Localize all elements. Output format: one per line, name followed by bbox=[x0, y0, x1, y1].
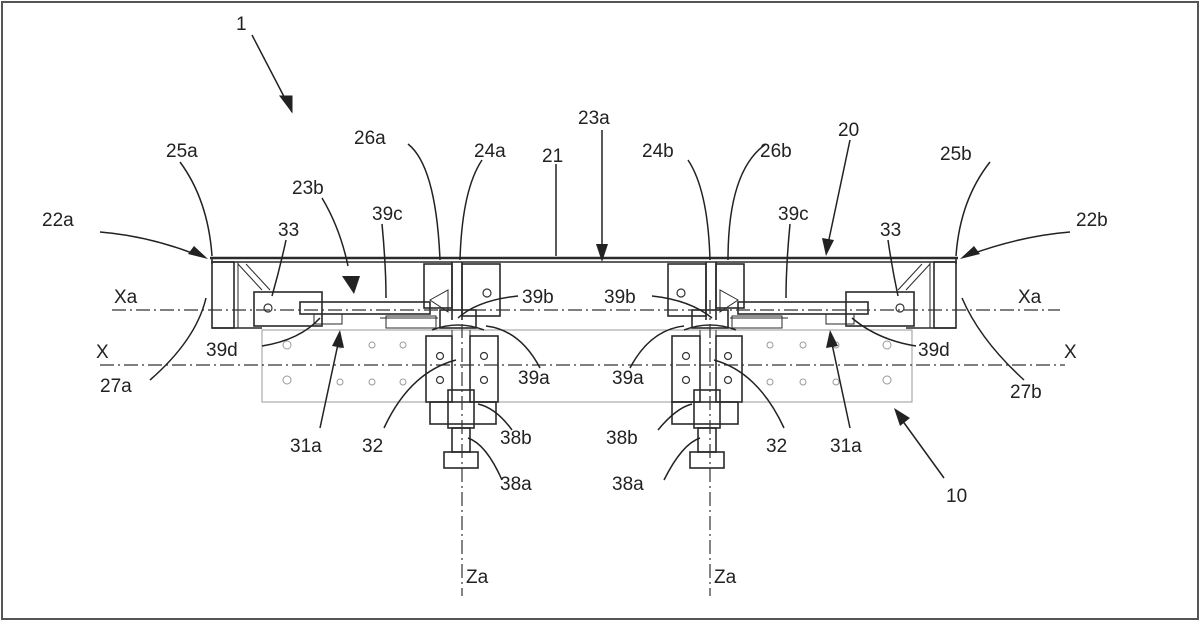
label-26b: 26b bbox=[760, 141, 792, 162]
label-38a-right: 38a bbox=[612, 474, 644, 495]
label-39a-right: 39a bbox=[612, 368, 644, 389]
label-32-right: 32 bbox=[766, 436, 787, 457]
label-24a: 24a bbox=[474, 141, 506, 162]
label-10: 10 bbox=[946, 486, 967, 507]
label-38b-right: 38b bbox=[606, 428, 638, 449]
label-39d-left: 39d bbox=[206, 340, 238, 361]
label-za-left: Za bbox=[466, 567, 489, 588]
label-24b: 24b bbox=[642, 141, 674, 162]
label-23a: 23a bbox=[578, 108, 610, 129]
label-33-left: 33 bbox=[278, 220, 299, 241]
label-39c-right: 39c bbox=[778, 204, 809, 225]
label-za-right: Za bbox=[714, 567, 737, 588]
label-33-right: 33 bbox=[880, 220, 901, 241]
label-39c-left: 39c bbox=[372, 204, 403, 225]
label-39b-right: 39b bbox=[604, 287, 636, 308]
label-22b: 22b bbox=[1076, 210, 1108, 231]
label-20: 20 bbox=[838, 120, 859, 141]
label-xa-right: Xa bbox=[1018, 287, 1042, 308]
label-x-right: X bbox=[1064, 342, 1077, 363]
label-xa-left: Xa bbox=[114, 287, 138, 308]
label-26a: 26a bbox=[354, 128, 386, 149]
right-center-mechanism bbox=[667, 262, 745, 469]
label-39d-right: 39d bbox=[918, 340, 950, 361]
label-32-left: 32 bbox=[362, 436, 383, 457]
label-31a-right: 31a bbox=[830, 436, 862, 457]
right-end-frame bbox=[897, 261, 957, 329]
reference-labels: 1 25a 26a 24a 21 23a 20 24b 26b 25b 22a … bbox=[42, 14, 1108, 588]
label-23b: 23b bbox=[292, 178, 324, 199]
base-plate bbox=[261, 329, 913, 403]
label-38b-left: 38b bbox=[500, 428, 532, 449]
label-38a-left: 38a bbox=[500, 474, 532, 495]
label-39b-left: 39b bbox=[522, 287, 554, 308]
label-27b: 27b bbox=[1010, 382, 1042, 403]
label-1: 1 bbox=[236, 14, 247, 35]
label-x-left: X bbox=[96, 342, 109, 363]
label-25b: 25b bbox=[940, 144, 972, 165]
label-25a: 25a bbox=[166, 141, 198, 162]
left-end-frame bbox=[211, 261, 271, 329]
label-39a-left: 39a bbox=[518, 368, 550, 389]
label-22a: 22a bbox=[42, 210, 74, 231]
leader-lines bbox=[99, 34, 1071, 481]
label-21: 21 bbox=[542, 146, 563, 167]
axis-lines bbox=[100, 300, 1065, 596]
top-beam bbox=[210, 256, 958, 264]
label-27a: 27a bbox=[100, 376, 132, 397]
label-31a-left: 31a bbox=[290, 436, 322, 457]
right-lever-arm bbox=[730, 291, 915, 329]
